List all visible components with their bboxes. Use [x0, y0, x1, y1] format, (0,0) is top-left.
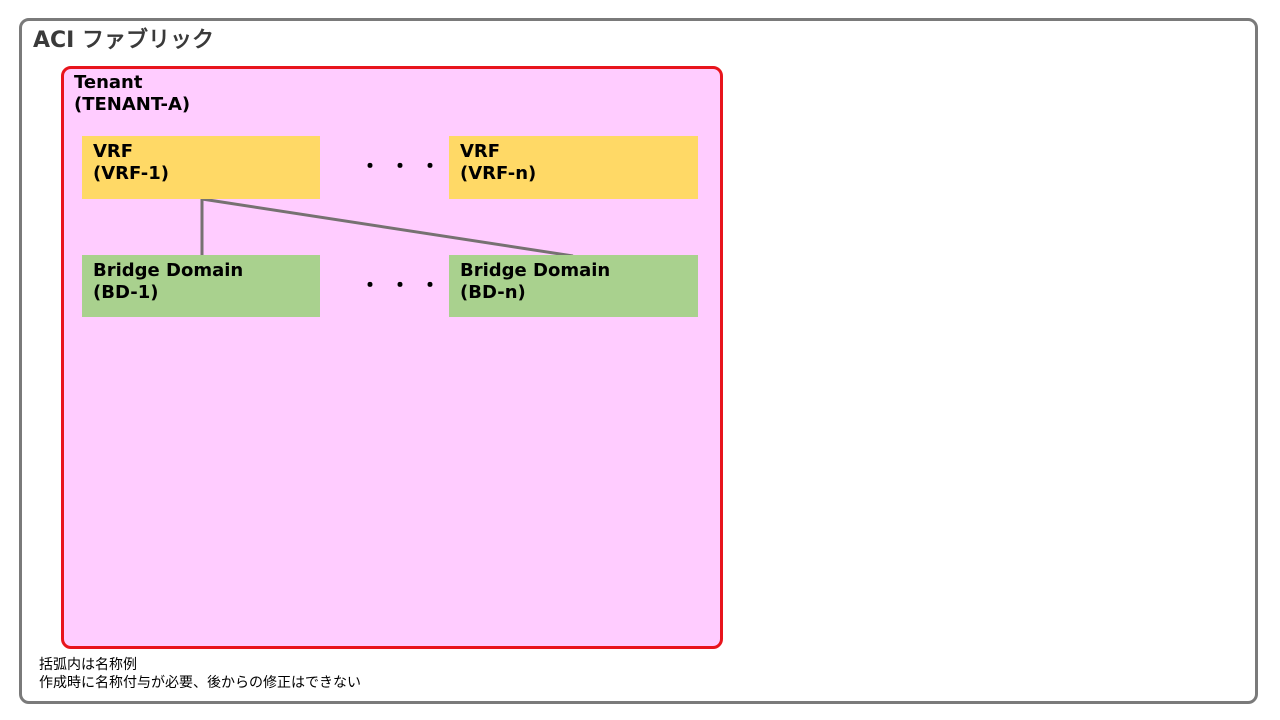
tenant-name-label: (TENANT-A)	[74, 94, 191, 115]
footnote-naming-example: 括弧内は名称例	[39, 657, 137, 673]
tenant-type-label: Tenant	[74, 72, 143, 93]
vrf-ellipsis: ・・・	[360, 154, 450, 178]
vrf-n-name-label: (VRF-n)	[460, 163, 537, 184]
tenant-label: Tenant (TENANT-A)	[74, 72, 190, 116]
footnotes: 括弧内は名称例 作成時に名称付与が必要、後からの修正はできない	[39, 656, 361, 692]
bd-1-name-label: (BD-1)	[93, 282, 159, 303]
fabric-title: ACI ファブリック	[33, 28, 215, 53]
vrf-n-type-label: VRF	[460, 141, 501, 162]
bridge-domain-box-n: Bridge Domain (BD-n)	[449, 255, 698, 317]
vrf-box-n: VRF (VRF-n)	[449, 136, 698, 199]
vrf-1-type-label: VRF	[93, 141, 134, 162]
footnote-naming-requirement: 作成時に名称付与が必要、後からの修正はできない	[39, 675, 361, 691]
bd-n-type-label: Bridge Domain	[460, 260, 611, 281]
vrf-1-name-label: (VRF-1)	[93, 163, 169, 184]
bd-1-type-label: Bridge Domain	[93, 260, 244, 281]
bd-ellipsis: ・・・	[360, 273, 450, 297]
bd-n-name-label: (BD-n)	[460, 282, 526, 303]
vrf-box-1: VRF (VRF-1)	[82, 136, 320, 199]
bridge-domain-box-1: Bridge Domain (BD-1)	[82, 255, 320, 317]
